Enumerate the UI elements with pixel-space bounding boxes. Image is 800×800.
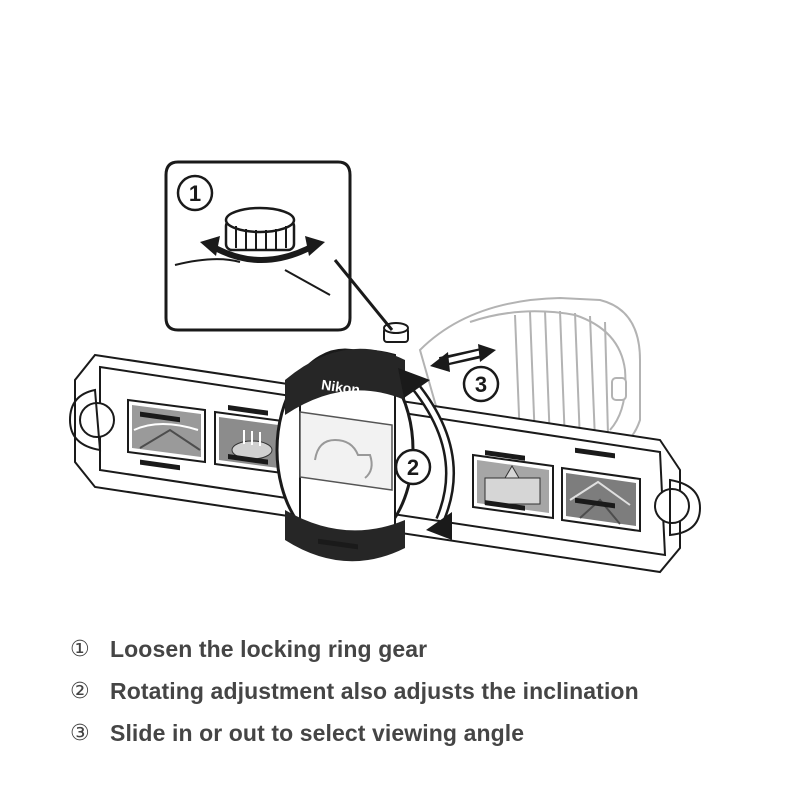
rotating-ring: Nikon	[275, 348, 415, 562]
adapter-diagram: Nikon 1	[68, 160, 702, 574]
center-frame-dog	[299, 411, 393, 491]
callout-3-circle	[462, 365, 500, 403]
callout-1-label: 1	[189, 181, 201, 206]
film-frame-landscape	[127, 398, 206, 464]
callout-3-label: 3	[475, 372, 487, 397]
callout-2-label: 2	[407, 455, 419, 480]
film-frames	[127, 398, 641, 533]
legend-item-3: ③ Slide in or out to select viewing angl…	[70, 712, 770, 754]
legend-item-1: ① Loosen the locking ring gear	[70, 628, 770, 670]
rotate-arrow	[398, 368, 455, 540]
locking-knob	[383, 322, 409, 343]
legend: ① Loosen the locking ring gear ② Rotatin…	[70, 628, 770, 754]
inset-bubble: 1	[164, 160, 394, 332]
legend-item-2: ② Rotating adjustment also adjusts the i…	[70, 670, 770, 712]
legend-marker-3: ③	[70, 720, 90, 746]
film-frame-building	[472, 453, 554, 520]
rotate-arrow-icon	[200, 236, 325, 263]
legend-marker-2: ②	[70, 678, 90, 704]
slide-arrow-icon	[430, 344, 496, 372]
locking-ring-gear-icon	[224, 206, 296, 252]
legend-text-1: Loosen the locking ring gear	[110, 635, 428, 662]
film-frame-mountain	[561, 466, 641, 533]
callout-2-circle	[394, 448, 432, 486]
callout-1-circle	[176, 174, 214, 212]
legend-marker-1: ①	[70, 636, 90, 662]
legend-text-3: Slide in or out to select viewing angle	[110, 719, 525, 746]
legend-text-2: Rotating adjustment also adjusts the inc…	[110, 677, 639, 704]
sprocket-holes	[140, 405, 615, 511]
brand-label: Nikon	[320, 376, 361, 397]
